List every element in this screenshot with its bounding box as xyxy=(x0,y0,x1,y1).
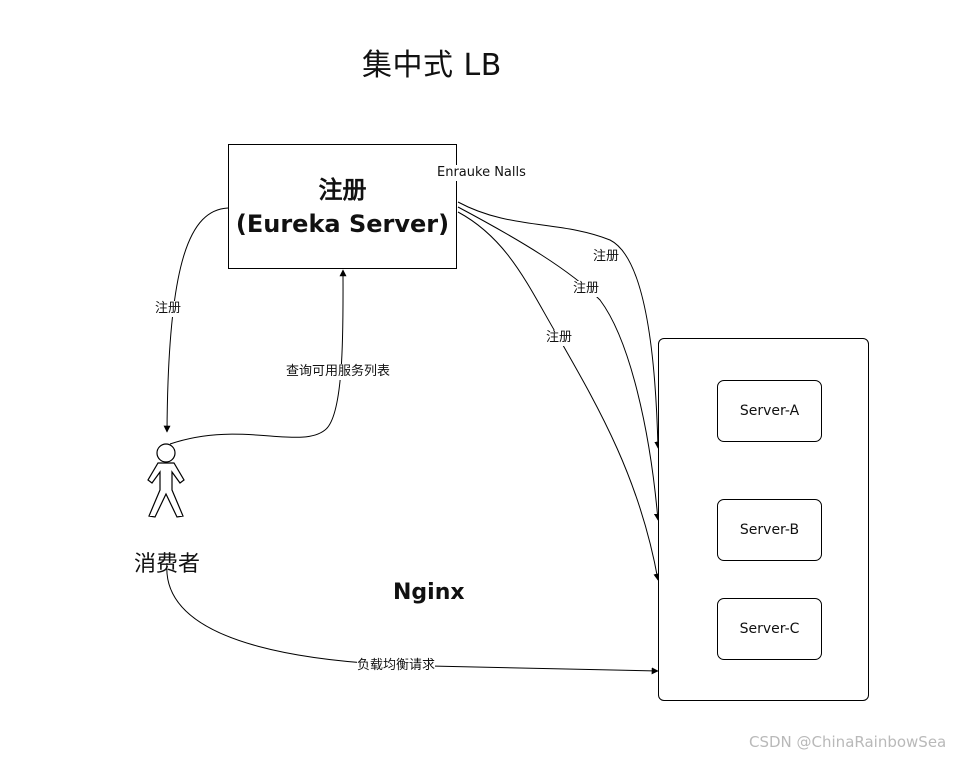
edge-register-server-c xyxy=(457,211,661,581)
edge-label-query-services: 查询可用服务列表 xyxy=(286,364,391,380)
edge-label-load-balance: 负载均衡请求 xyxy=(357,658,436,674)
consumer-actor-icon xyxy=(147,443,185,518)
watermark: CSDN @ChinaRainbowSea xyxy=(749,733,947,751)
edge-label-register-a: 注册 xyxy=(593,249,620,265)
server-a-node: Server-A xyxy=(717,380,822,442)
nginx-label: Nginx xyxy=(393,580,465,605)
edge-register-server-a xyxy=(457,201,662,449)
eureka-server-node: 注册 (Eureka Server) xyxy=(228,144,457,269)
consumer-label: 消费者 xyxy=(134,552,201,577)
server-b-node: Server-B xyxy=(717,499,822,561)
edge-label-register-b: 注册 xyxy=(573,281,600,297)
server-group-container: Server-A Server-B Server-C xyxy=(658,338,869,701)
diagram-title: 集中式 LB xyxy=(362,48,502,83)
edge-register-server-b xyxy=(457,206,661,521)
server-c-node: Server-C xyxy=(717,598,822,660)
edge-label-register-c: 注册 xyxy=(546,330,573,346)
edge-query-services xyxy=(169,269,347,445)
floating-text: Enrauke Nalls xyxy=(437,165,526,181)
eureka-node-subtitle: (Eureka Server) xyxy=(235,209,450,238)
edge-consumer-register xyxy=(163,207,229,433)
edge-label-consumer-register: 注册 xyxy=(155,301,182,317)
eureka-node-title: 注册 xyxy=(318,175,367,204)
